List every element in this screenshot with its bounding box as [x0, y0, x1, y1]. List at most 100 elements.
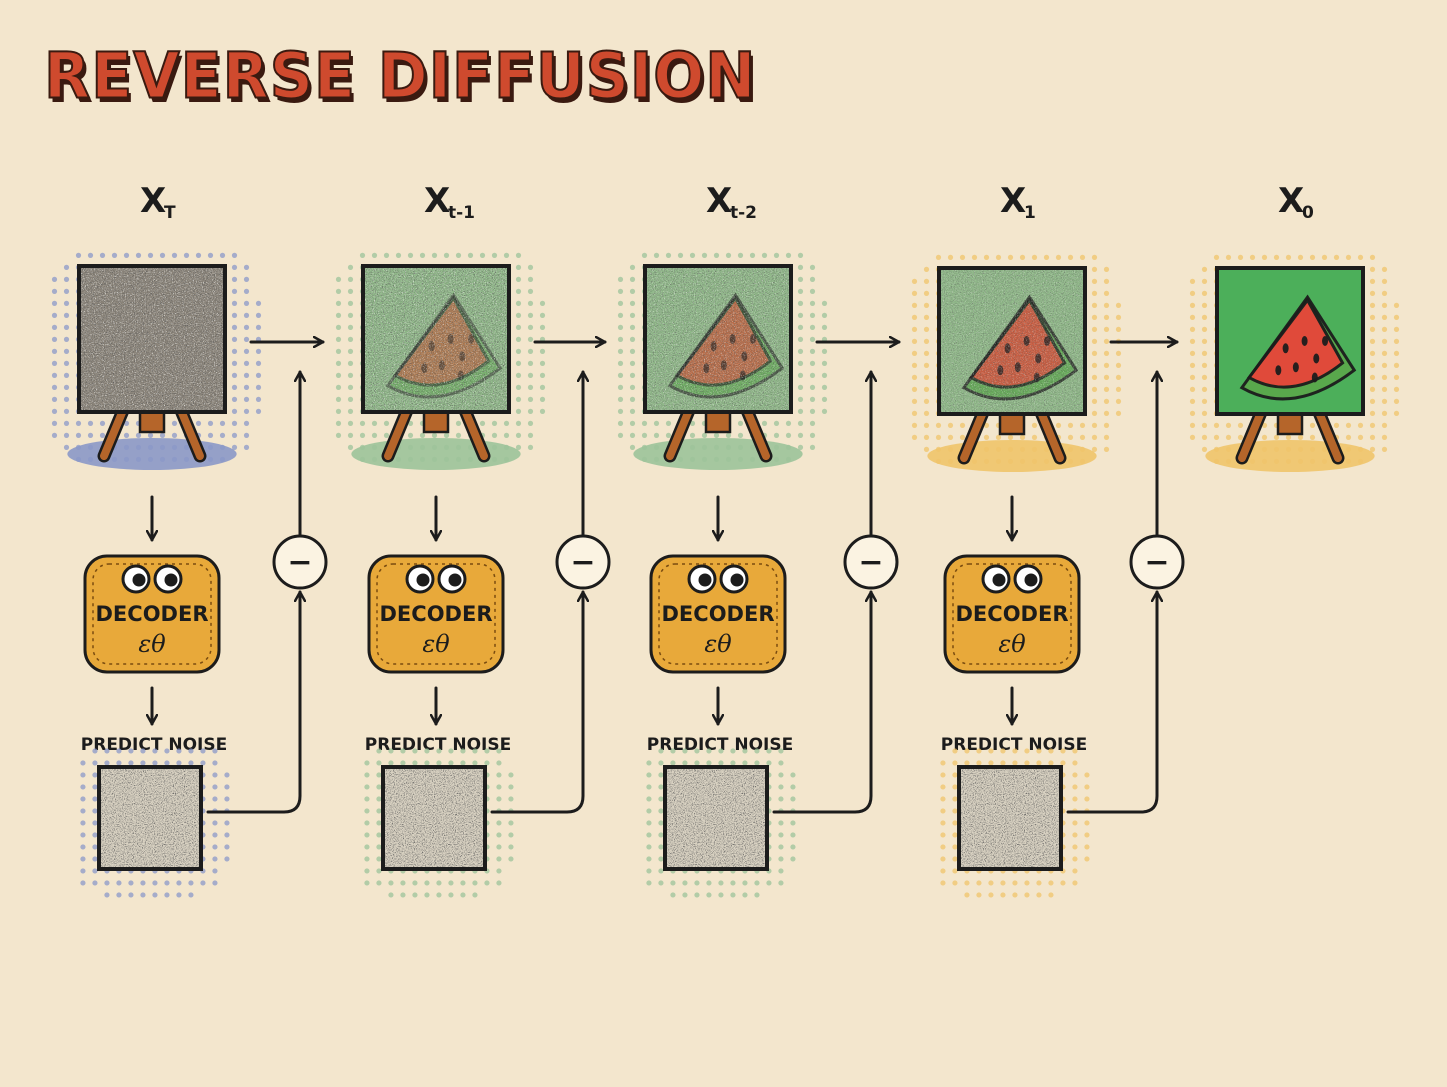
decoder-label: DECODER — [96, 602, 209, 626]
easel-shadow — [67, 438, 237, 470]
step-label-4: X — [1278, 181, 1304, 221]
decoder-2: DECODER εθ — [649, 554, 787, 674]
subtract-operator: − — [843, 534, 899, 590]
step-label-0: X — [140, 181, 166, 221]
easel-post — [138, 410, 166, 434]
subtract-symbol: − — [858, 545, 883, 580]
canvas-noise-light — [79, 266, 225, 412]
subtract-symbol: − — [1144, 545, 1169, 580]
step-subscript-3: 1 — [1024, 203, 1036, 223]
easel-canvas-3 — [911, 254, 1122, 472]
pupil — [1024, 573, 1038, 587]
predicted-noise-3 — [940, 748, 1090, 898]
watermelon-flesh — [1246, 297, 1345, 389]
subtract-operator: − — [1129, 534, 1185, 590]
easel-canvas-1 — [335, 252, 546, 470]
step-subscript-2: t-2 — [730, 203, 757, 223]
decoder-box — [83, 554, 221, 674]
easel-canvas-0 — [51, 252, 262, 470]
easel-leg-fill — [666, 404, 694, 460]
decoder-box — [649, 554, 787, 674]
canvas-noise-light — [363, 266, 509, 412]
canvas-frame — [937, 266, 1087, 416]
subtract-operator: − — [272, 534, 328, 590]
noise-frame — [381, 765, 487, 871]
decoder-stitch — [92, 563, 212, 665]
watermelon-seed — [1282, 343, 1289, 354]
watermelon-seed — [1311, 372, 1318, 383]
easel-leg-fill — [1036, 406, 1064, 462]
decoder-0: DECODER εθ — [83, 554, 221, 674]
pupil — [164, 573, 178, 587]
predicted-noise-2 — [646, 748, 796, 898]
noise-frame — [663, 765, 769, 871]
decoder-label: DECODER — [956, 602, 1069, 626]
watermelon-seed — [1275, 365, 1282, 376]
noise-to-subtract — [1066, 590, 1157, 814]
easel-canvas-4 — [1189, 254, 1400, 472]
easel-leg-fill — [460, 404, 488, 460]
noise-to-subtract — [206, 590, 300, 814]
step-label-1: X — [424, 181, 450, 221]
easel-post — [998, 412, 1026, 436]
pupil — [132, 573, 146, 587]
easel-leg-fill — [1238, 406, 1266, 462]
decoder-box — [943, 554, 1081, 674]
step-subscript-1: t-1 — [448, 203, 475, 223]
predicted-noise-0 — [80, 748, 230, 898]
canvas-frame — [77, 264, 227, 414]
diagram-title: REVERSE DIFFUSION — [43, 39, 757, 115]
step-subscript-4: 0 — [1302, 203, 1314, 223]
easel-post — [1276, 412, 1304, 436]
noise-texture — [959, 767, 1061, 869]
decoder-box — [367, 554, 505, 674]
decoder-stitch — [658, 563, 778, 665]
easel-shadow — [351, 438, 521, 470]
noise-texture — [665, 767, 767, 869]
decoder-symbol: εθ — [704, 630, 732, 658]
noise-texture — [383, 767, 485, 869]
decoder-stitch — [376, 563, 496, 665]
noise-to-subtract — [772, 590, 871, 814]
watermelon-seed — [1301, 336, 1308, 346]
step-label-2: X — [706, 181, 732, 221]
pupil — [992, 573, 1006, 587]
subtract-operator: − — [555, 534, 611, 590]
subtract-symbol: − — [570, 545, 595, 580]
canvas-frame — [1215, 266, 1365, 416]
watermelon-seed — [1292, 362, 1299, 373]
decoder-label: DECODER — [380, 602, 493, 626]
easel-post — [422, 410, 450, 434]
canvas-noise-light — [645, 266, 791, 412]
decoder-1: DECODER εθ — [367, 554, 505, 674]
pupil — [730, 573, 744, 587]
canvas-frame — [361, 264, 511, 414]
decoder-symbol: εθ — [138, 630, 166, 658]
pupil — [448, 573, 462, 587]
watermelon-seed — [1313, 353, 1320, 364]
easel-post — [704, 410, 732, 434]
easel-leg-fill — [1314, 406, 1342, 462]
easel-leg-fill — [176, 404, 204, 460]
canvas-frame — [643, 264, 793, 414]
easel-shadow — [633, 438, 803, 470]
noise-frame — [97, 765, 203, 871]
subtract-symbol: − — [287, 545, 312, 580]
easel-leg-fill — [960, 406, 988, 462]
watermelon-seed — [1322, 336, 1329, 346]
step-label-3: X — [1000, 181, 1026, 221]
decoder-symbol: εθ — [422, 630, 450, 658]
step-subscript-0: T — [164, 203, 176, 223]
easel-shadow — [1205, 440, 1375, 472]
pupil — [416, 573, 430, 587]
pupil — [698, 573, 712, 587]
decoder-label: DECODER — [662, 602, 775, 626]
noise-to-subtract — [490, 590, 583, 814]
easel-shadow — [927, 440, 1097, 472]
easel-leg-fill — [384, 404, 412, 460]
easel-canvas-2 — [617, 252, 828, 470]
easel-leg-fill — [742, 404, 770, 460]
predicted-noise-1 — [364, 748, 514, 898]
noise-texture — [99, 767, 201, 869]
